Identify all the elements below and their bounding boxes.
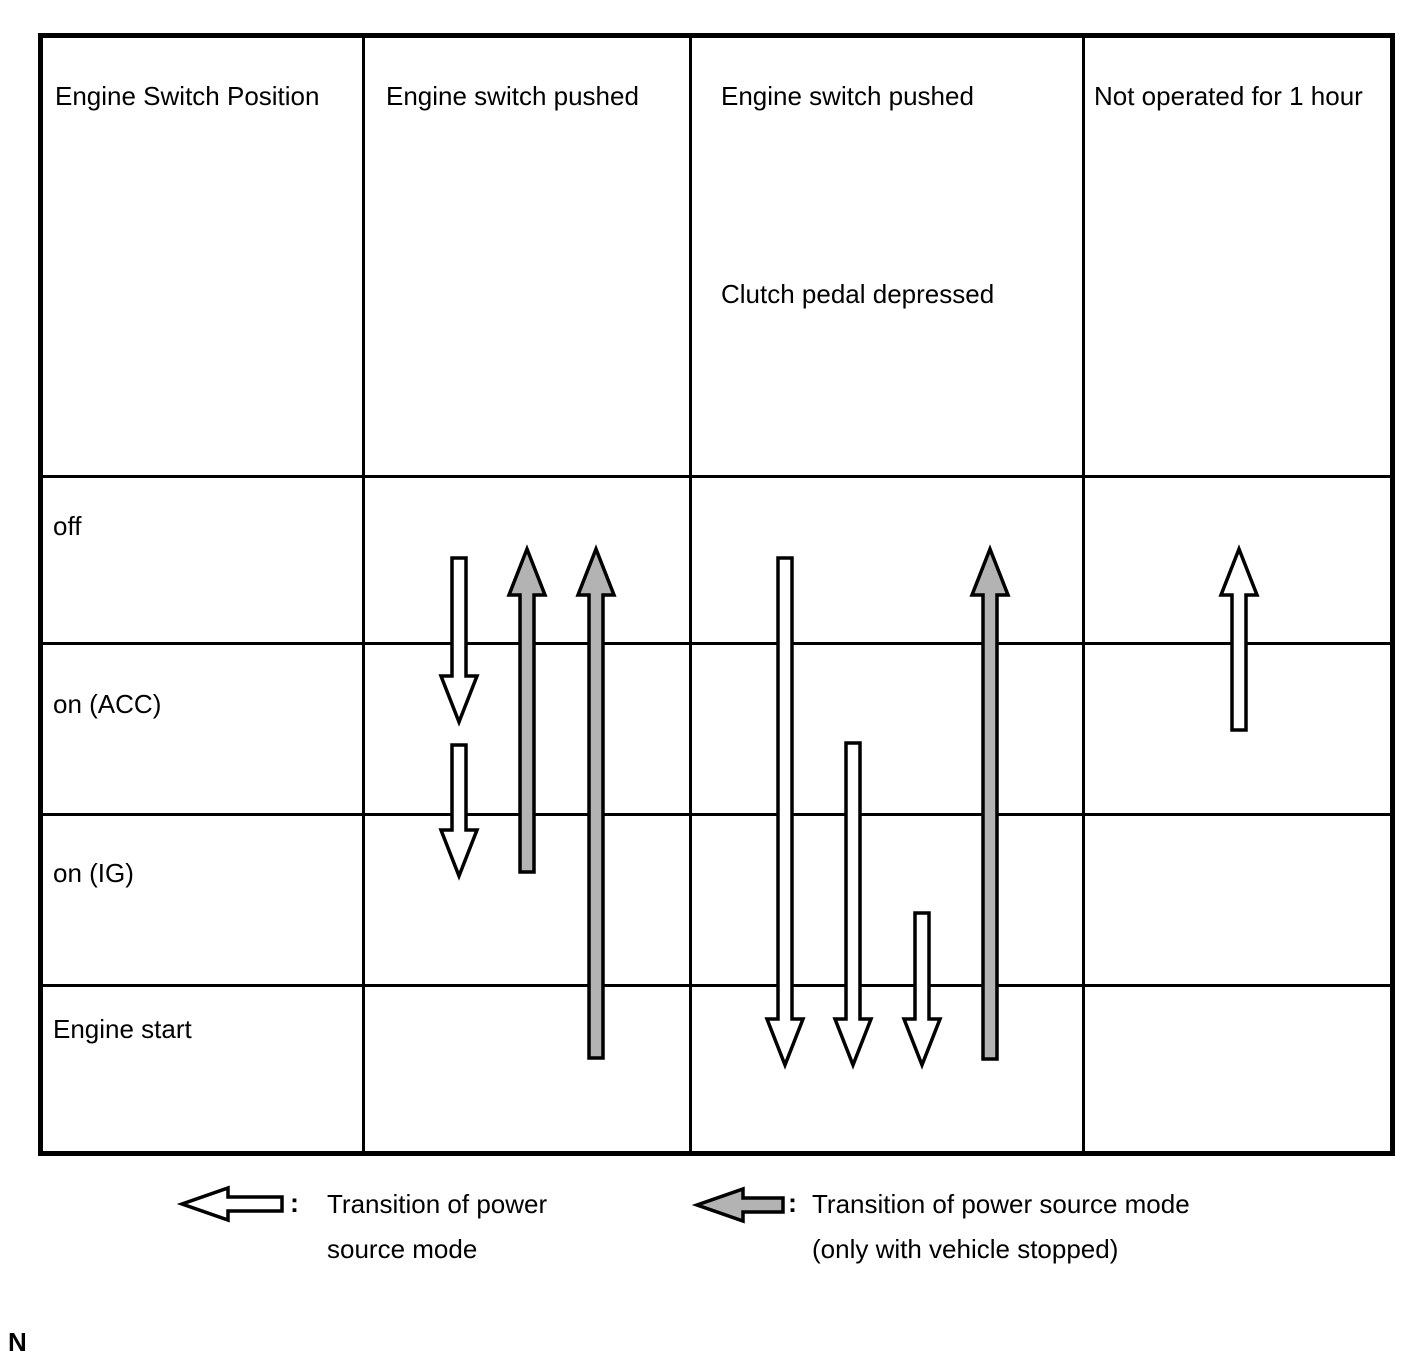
white-transition-arrow	[901, 911, 943, 1070]
legend-text-vehicle-stopped-line1: Transition of power source mode	[812, 1189, 1190, 1219]
white-transition-arrow	[1218, 544, 1260, 732]
col-subheader-clutch-pedal-depressed: Clutch pedal depressed	[721, 279, 995, 309]
white-transition-arrow	[764, 556, 806, 1070]
white-transition-arrow	[438, 743, 480, 881]
col-header-not-operated: Not operated for 1 hour	[1094, 81, 1363, 111]
row-label-on-acc: on (ACC)	[53, 689, 162, 719]
gray-transition-arrow	[506, 544, 548, 874]
white-transition-arrow	[438, 556, 480, 727]
table-grid	[38, 33, 1395, 1156]
col-header-engine-switch-pushed-clutch: Engine switch pushed	[721, 81, 974, 111]
row-label-on-ig: on (IG)	[53, 858, 134, 888]
row-label-off: off	[53, 511, 82, 541]
legend-text-power-transition-line2: source mode	[327, 1234, 478, 1264]
gray-transition-arrow	[691, 1186, 785, 1224]
white-transition-arrow	[176, 1185, 284, 1223]
transition-arrows-layer	[176, 544, 1260, 1224]
table-outer-border	[38, 33, 1395, 1156]
white-transition-arrow	[832, 741, 874, 1070]
legend-text-power-transition-line1: Transition of power	[327, 1189, 548, 1219]
col-header-engine-switch-pushed: Engine switch pushed	[386, 81, 639, 111]
legend-separator: :	[788, 1188, 797, 1218]
legend-separator: :	[290, 1188, 299, 1218]
row-label-engine-start: Engine start	[53, 1014, 192, 1044]
legend-text-vehicle-stopped-line2: (only with vehicle stopped)	[812, 1234, 1119, 1264]
gray-transition-arrow	[969, 544, 1011, 1061]
page-marker: N	[8, 1327, 27, 1357]
col-header-engine-switch-position: Engine Switch Position	[55, 81, 320, 111]
gray-transition-arrow	[575, 544, 617, 1060]
